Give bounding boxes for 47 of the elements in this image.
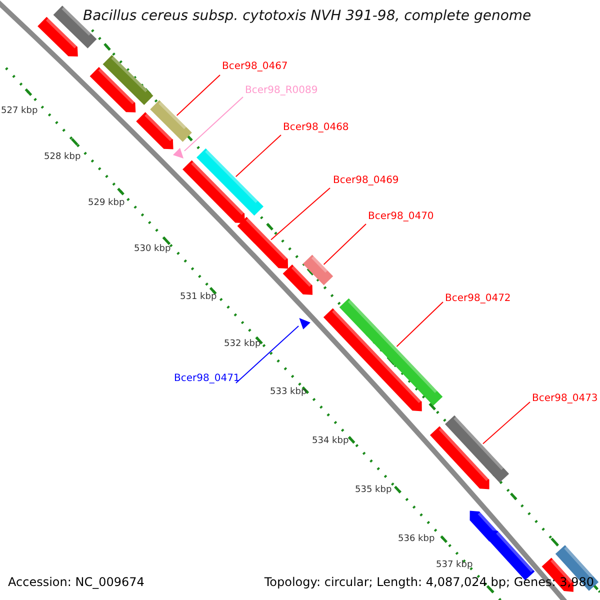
scale-label: 532 kbp — [224, 339, 261, 349]
feature-bar — [102, 55, 154, 105]
gene-label: Bcer98_0472 — [445, 293, 511, 304]
leader-line — [396, 302, 444, 347]
gene-label: Bcer98_0469 — [333, 175, 399, 186]
scale-label: 528 kbp — [44, 152, 81, 162]
gene-feature — [282, 264, 313, 295]
gene-label: Bcer98_0467 — [222, 61, 288, 72]
gene-feature — [136, 112, 174, 150]
feature-triangle — [299, 318, 310, 330]
gene-label: Bcer98_0468 — [283, 122, 349, 133]
feature-bar — [302, 254, 334, 286]
map-title: Bacillus cereus subsp. cytotoxis NVH 391-98, complete genome — [83, 8, 532, 24]
scale-label: 535 kbp — [355, 485, 392, 495]
leader-line — [235, 134, 282, 178]
scale-label: 529 kbp — [88, 198, 125, 208]
scale-label: 537 kbp — [436, 560, 473, 570]
gene-label: Bcer98_0471 — [174, 373, 240, 384]
gene-feature — [90, 67, 136, 112]
leader-line — [482, 402, 530, 444]
gene-label: Bcer98_R0089 — [245, 85, 318, 96]
gene-feature — [38, 16, 78, 56]
scale-label: 536 kbp — [398, 534, 435, 544]
feature-bar — [196, 148, 264, 216]
feature-bar — [555, 545, 599, 591]
gene-feature — [237, 216, 288, 269]
leader-line — [236, 326, 300, 384]
gene-label: Bcer98_0470 — [368, 211, 434, 222]
leader-line — [323, 224, 366, 265]
gene-feature — [430, 426, 490, 490]
scale-label: 530 kbp — [134, 244, 171, 254]
feature-bar — [150, 100, 192, 142]
genome-info-text: Topology: circular; Length: 4,087,024 bp; Genes: 3,980 — [264, 575, 594, 589]
feature-bar — [444, 415, 510, 483]
accession-text: Accession: NC_009674 — [8, 575, 144, 589]
scale-label: 534 kbp — [312, 436, 349, 446]
leader-line — [176, 74, 220, 116]
feature-bar — [339, 298, 443, 406]
leader-line — [184, 96, 244, 152]
leader-line — [270, 188, 330, 240]
gene-feature — [182, 160, 245, 224]
feature-triangle — [172, 148, 184, 159]
scale-label: 533 kbp — [270, 387, 307, 397]
scale-label: 531 kbp — [180, 292, 217, 302]
gene-feature — [323, 308, 422, 412]
gene-label: Bcer98_0473 — [532, 393, 598, 404]
scale-label: 527 kbp — [1, 106, 38, 116]
